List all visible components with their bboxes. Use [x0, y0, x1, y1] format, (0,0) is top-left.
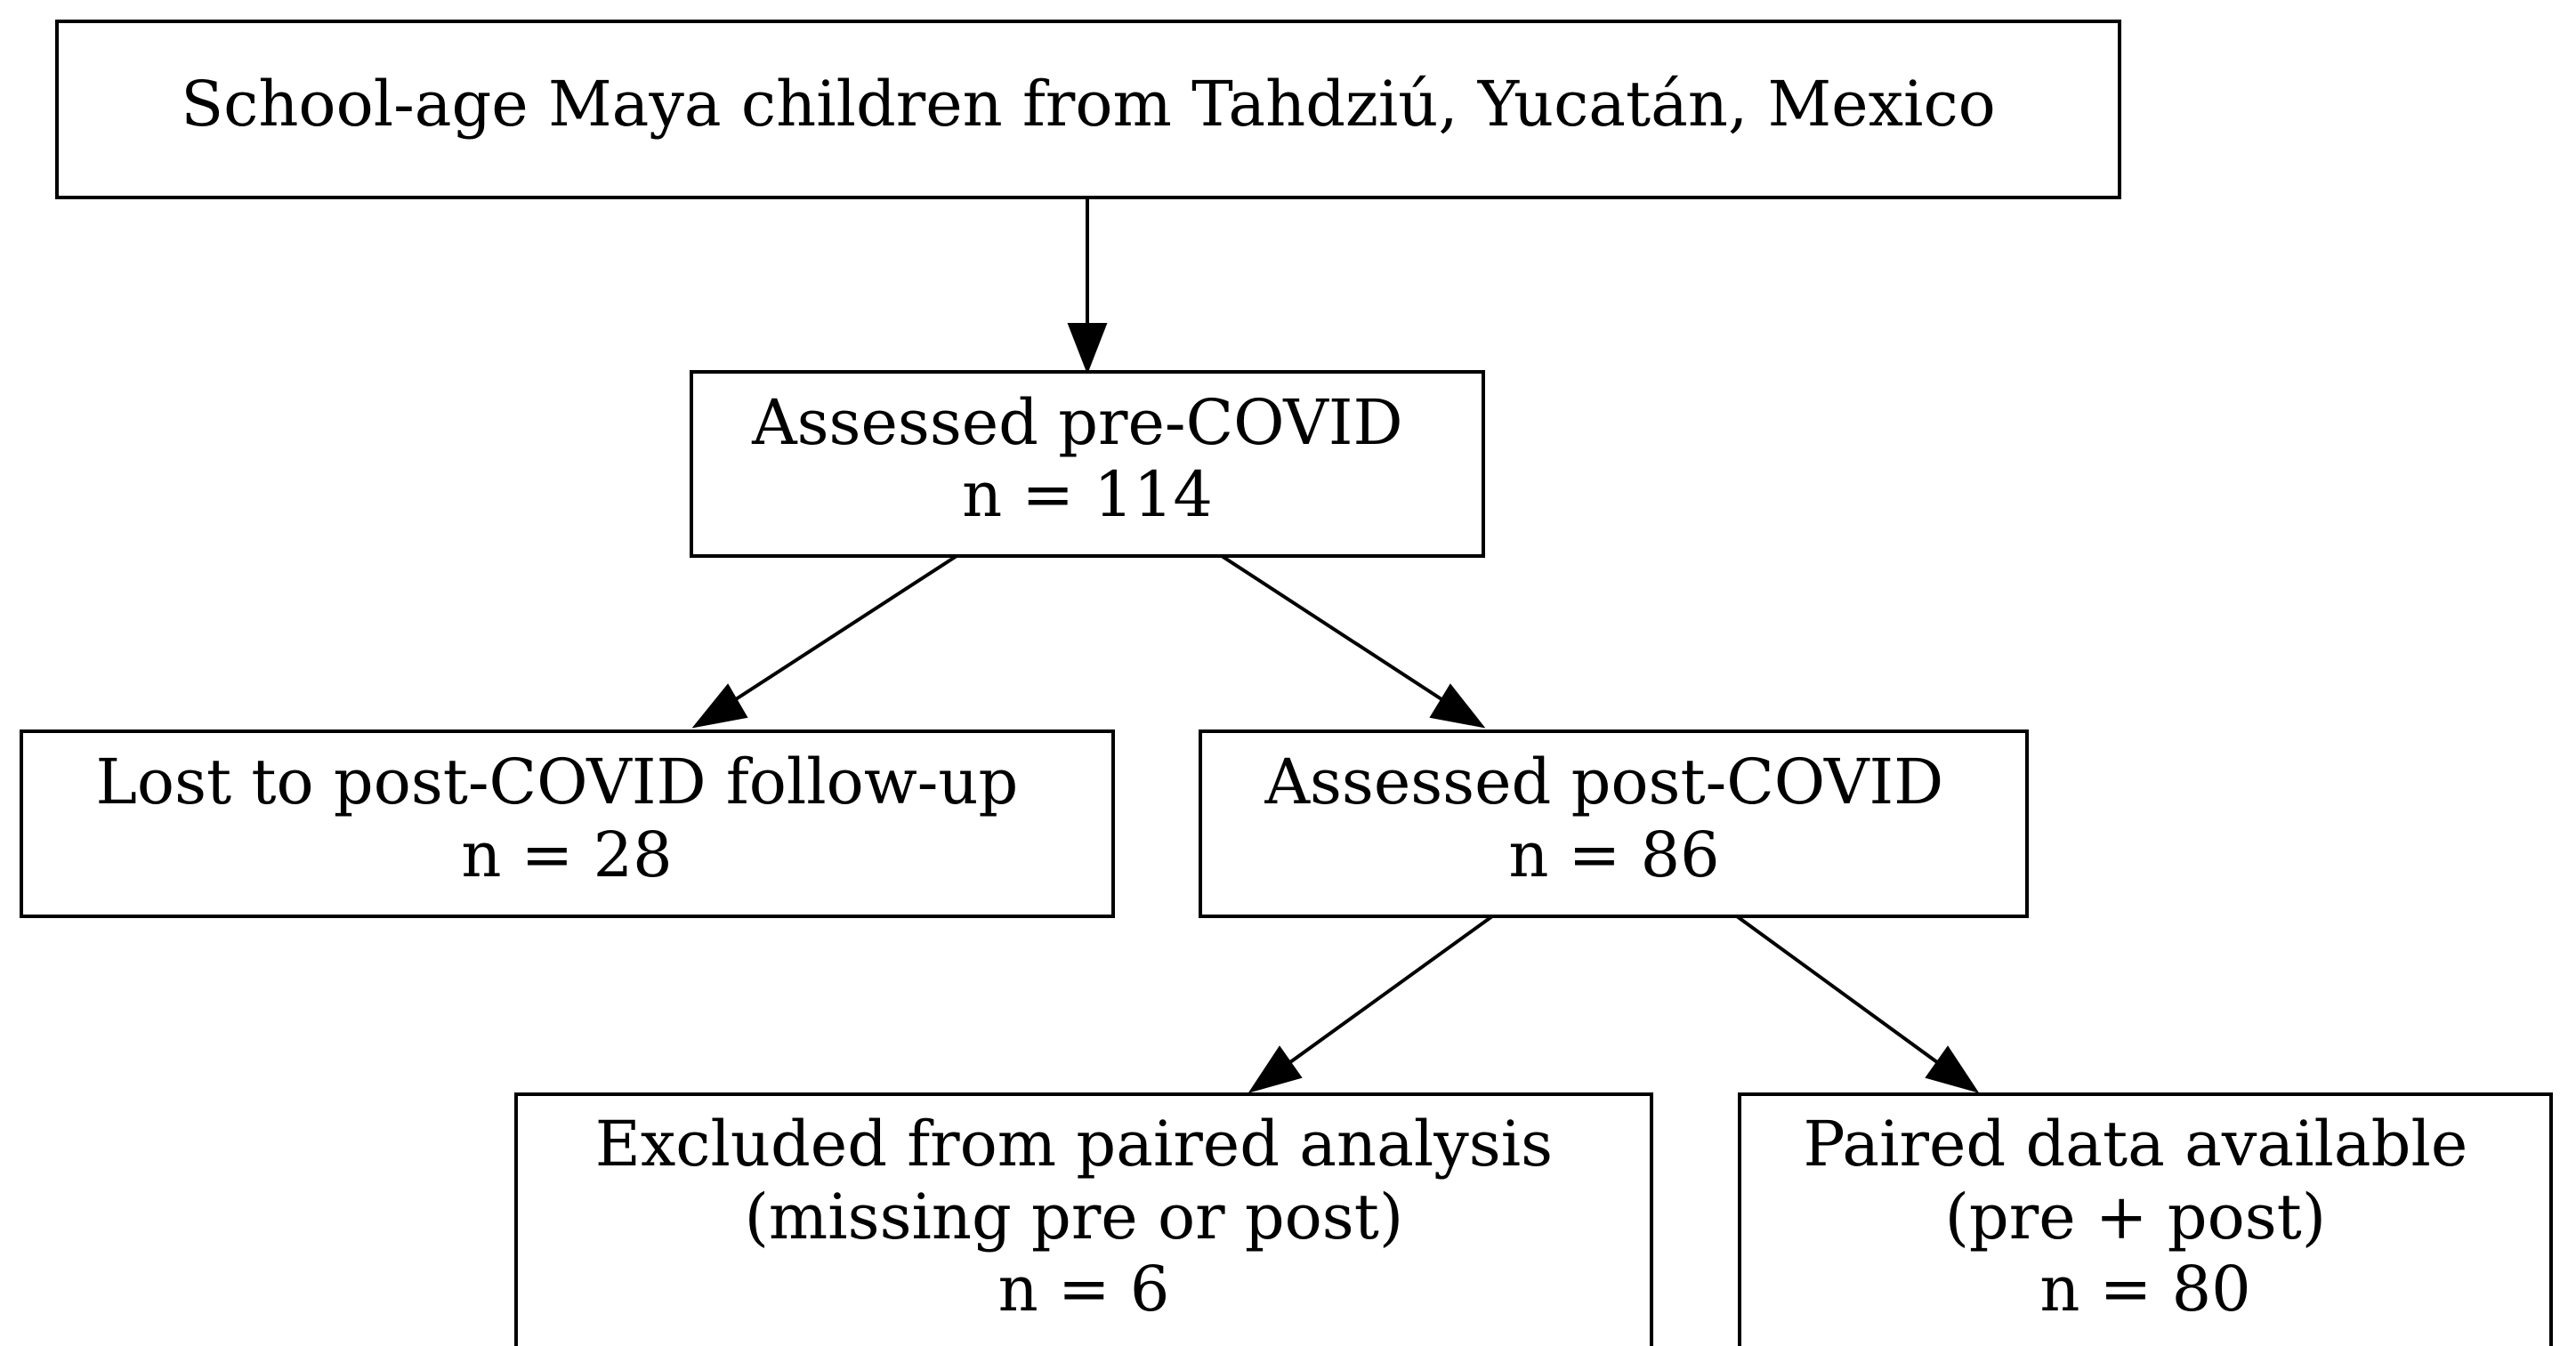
node-excluded-line-2: (missing pre or post): [745, 1181, 1404, 1253]
svg-text:Assessed pre-COVID n = 1: Assessed pre-COVID n = 114: [751, 386, 1423, 531]
arrowhead: [1925, 1045, 1980, 1093]
node-excluded: Excluded from paired analysis (missing p…: [514, 1092, 1653, 1346]
svg-text:Lost to post-COVID follow-up: Lost to post-COVID follow-up n = 28: [95, 746, 1038, 891]
edge-post-covid-to-excluded: [1248, 915, 1494, 1093]
node-pre-covid-line-1: Assessed pre-COVID: [751, 386, 1403, 459]
edge-pre-covid-to-post-covid: [1220, 554, 1486, 729]
node-population-line-1: School-age Maya children from Tahdziú, Y…: [181, 68, 1996, 141]
svg-text:Assessed post-COVID n =: Assessed post-COVID n = 86: [1264, 746, 1963, 891]
node-paired: Paired data available (pre + post) n = 8…: [1738, 1092, 2553, 1346]
node-paired-line-1: Paired data available: [1803, 1108, 2467, 1181]
svg-text:Paired data available (p: Paired data available (pre + post) n = 8…: [1803, 1108, 2487, 1326]
arrowhead: [1429, 683, 1486, 729]
svg-text:School-age Maya children from: School-age Maya children from Tahdziú, Y…: [181, 68, 1996, 141]
arrowhead: [1248, 1045, 1303, 1093]
node-pre-covid-line-2: n = 114: [962, 458, 1213, 531]
node-lost-line-2: n = 28: [461, 818, 672, 891]
node-population: School-age Maya children from Tahdziú, Y…: [55, 20, 2121, 199]
node-post-covid-line-1: Assessed post-COVID: [1264, 746, 1943, 818]
edge-pre-covid-to-lost: [691, 554, 958, 729]
node-paired-line-2: (pre + post): [1945, 1181, 2326, 1253]
node-lost: Lost to post-COVID follow-up n = 28: [20, 729, 1115, 918]
svg-text:Excluded from paired analysis: Excluded from paired analysis (missing p…: [595, 1108, 1573, 1326]
arrowhead: [691, 683, 748, 729]
edge-population-to-pre-covid: [1067, 197, 1108, 375]
node-lost-line-1: Lost to post-COVID follow-up: [95, 746, 1018, 818]
node-excluded-line-1: Excluded from paired analysis: [595, 1108, 1553, 1181]
node-paired-line-3: n = 80: [2039, 1253, 2250, 1326]
node-pre-covid: Assessed pre-COVID n = 114: [690, 370, 1485, 558]
node-excluded-line-3: n = 6: [998, 1253, 1170, 1326]
edge-post-covid-to-paired: [1735, 915, 1980, 1093]
arrowhead: [1067, 323, 1108, 375]
node-post-covid-line-2: n = 86: [1508, 818, 1719, 891]
node-post-covid: Assessed post-COVID n = 86: [1199, 729, 2029, 918]
